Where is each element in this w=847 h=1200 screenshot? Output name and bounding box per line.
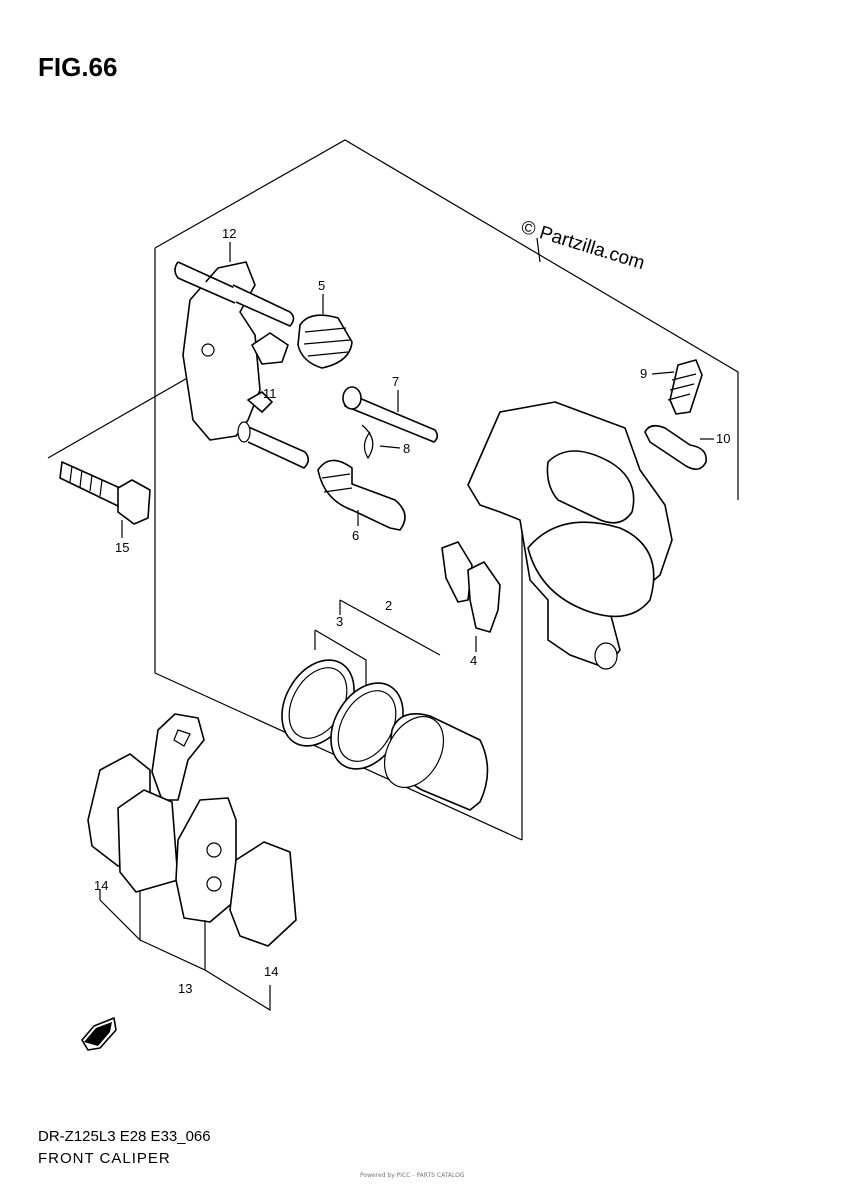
- callout-4: 4: [470, 653, 477, 668]
- brake-pad-part-14-right[interactable]: [229, 841, 297, 947]
- fwd-arrow-icon: [81, 1017, 117, 1051]
- callout-9: 9: [640, 366, 647, 381]
- callout-12: 12: [222, 226, 236, 241]
- boot-part-5[interactable]: [297, 314, 353, 369]
- bolt-leader: [47, 364, 211, 459]
- callout-13: 13: [178, 981, 192, 996]
- bracket-lines-2-3: [314, 599, 441, 700]
- slide-pin-part-7[interactable]: [342, 386, 439, 443]
- caliper-body[interactable]: [467, 401, 673, 670]
- callout-5: 5: [318, 278, 325, 293]
- callout-11: 11: [263, 386, 277, 401]
- model-code: DR-Z125L3 E28 E33_066: [38, 1128, 211, 1145]
- shim-part-13[interactable]: [175, 797, 237, 923]
- callout-7: 7: [392, 374, 399, 389]
- figure-title: FIG.66: [38, 52, 118, 82]
- callout-10: 10: [716, 431, 730, 446]
- callout-14-right: 14: [264, 964, 278, 979]
- piston-part-2[interactable]: [372, 706, 489, 811]
- watermark-leader: [536, 237, 541, 263]
- clip-part-8[interactable]: [361, 424, 374, 460]
- callout-2: 2: [385, 598, 392, 613]
- callout-8: 8: [403, 441, 410, 456]
- callout-14-left: 14: [94, 878, 108, 893]
- bleeder-cap-part-10[interactable]: [644, 424, 707, 470]
- callout-3: 3: [336, 614, 343, 629]
- pad-spring-part-11[interactable]: [247, 332, 289, 413]
- mounting-bolt-part-15[interactable]: [59, 461, 151, 525]
- brake-pad-part-14-left[interactable]: [87, 753, 179, 893]
- footer-tiny-text: Powered by PICC - PARTS CATALOG: [360, 1172, 465, 1179]
- bleeder-valve-part-9[interactable]: [667, 359, 703, 415]
- callout-6: 6: [352, 528, 359, 543]
- bracket-part-12[interactable]: [174, 261, 310, 469]
- callout-15: 15: [115, 540, 129, 555]
- shim-bracket-part[interactable]: [151, 713, 205, 801]
- pad-spring-part-4[interactable]: [441, 541, 501, 633]
- section-name: FRONT CALIPER: [38, 1150, 171, 1167]
- sleeve-part-6[interactable]: [317, 459, 406, 531]
- pad-bracket-lines: [99, 890, 271, 1012]
